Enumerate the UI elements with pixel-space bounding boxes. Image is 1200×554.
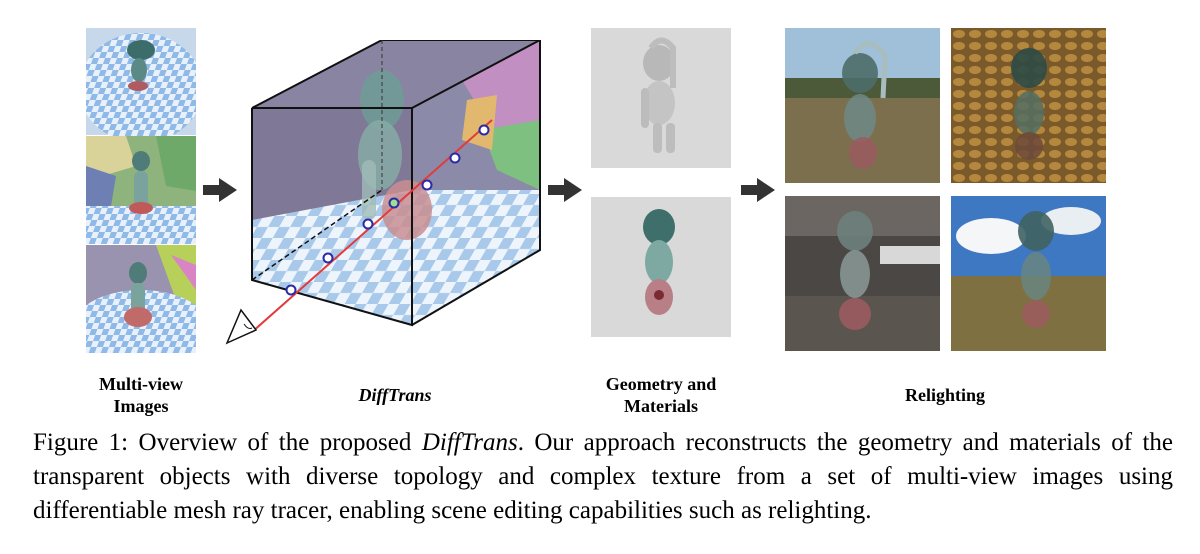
view-image-2 <box>86 136 196 244</box>
relighting-image-3 <box>785 196 940 351</box>
caption-suffix: . Our approach reconstructs the geometry… <box>33 429 1174 524</box>
label-geometry: Geometry and Materials <box>605 374 717 416</box>
label-relighting: Relighting <box>904 385 985 405</box>
multiview-images <box>86 28 196 353</box>
view-image-1 <box>86 28 196 143</box>
relighting-image-4 <box>951 196 1106 351</box>
view-image-3 <box>86 245 196 353</box>
label-method: DiffTrans <box>358 385 432 405</box>
difftrans-illustration <box>225 40 541 345</box>
camera-icon <box>225 308 258 345</box>
figure-caption: Figure 1: Overview of the proposed DiffT… <box>33 426 1173 528</box>
arrow-right-icon <box>741 178 775 202</box>
materials-render <box>591 197 731 337</box>
caption-prefix: Figure 1: Overview of the proposed <box>33 429 422 456</box>
label-multiview: Multi-view Images <box>99 374 183 416</box>
arrow-right-icon <box>203 178 237 202</box>
geometry-render <box>591 28 731 168</box>
arrow-right-icon <box>548 178 582 202</box>
caption-method: DiffTrans <box>421 429 518 456</box>
relighting-image-2 <box>951 28 1106 183</box>
relighting-image-1 <box>785 28 940 183</box>
